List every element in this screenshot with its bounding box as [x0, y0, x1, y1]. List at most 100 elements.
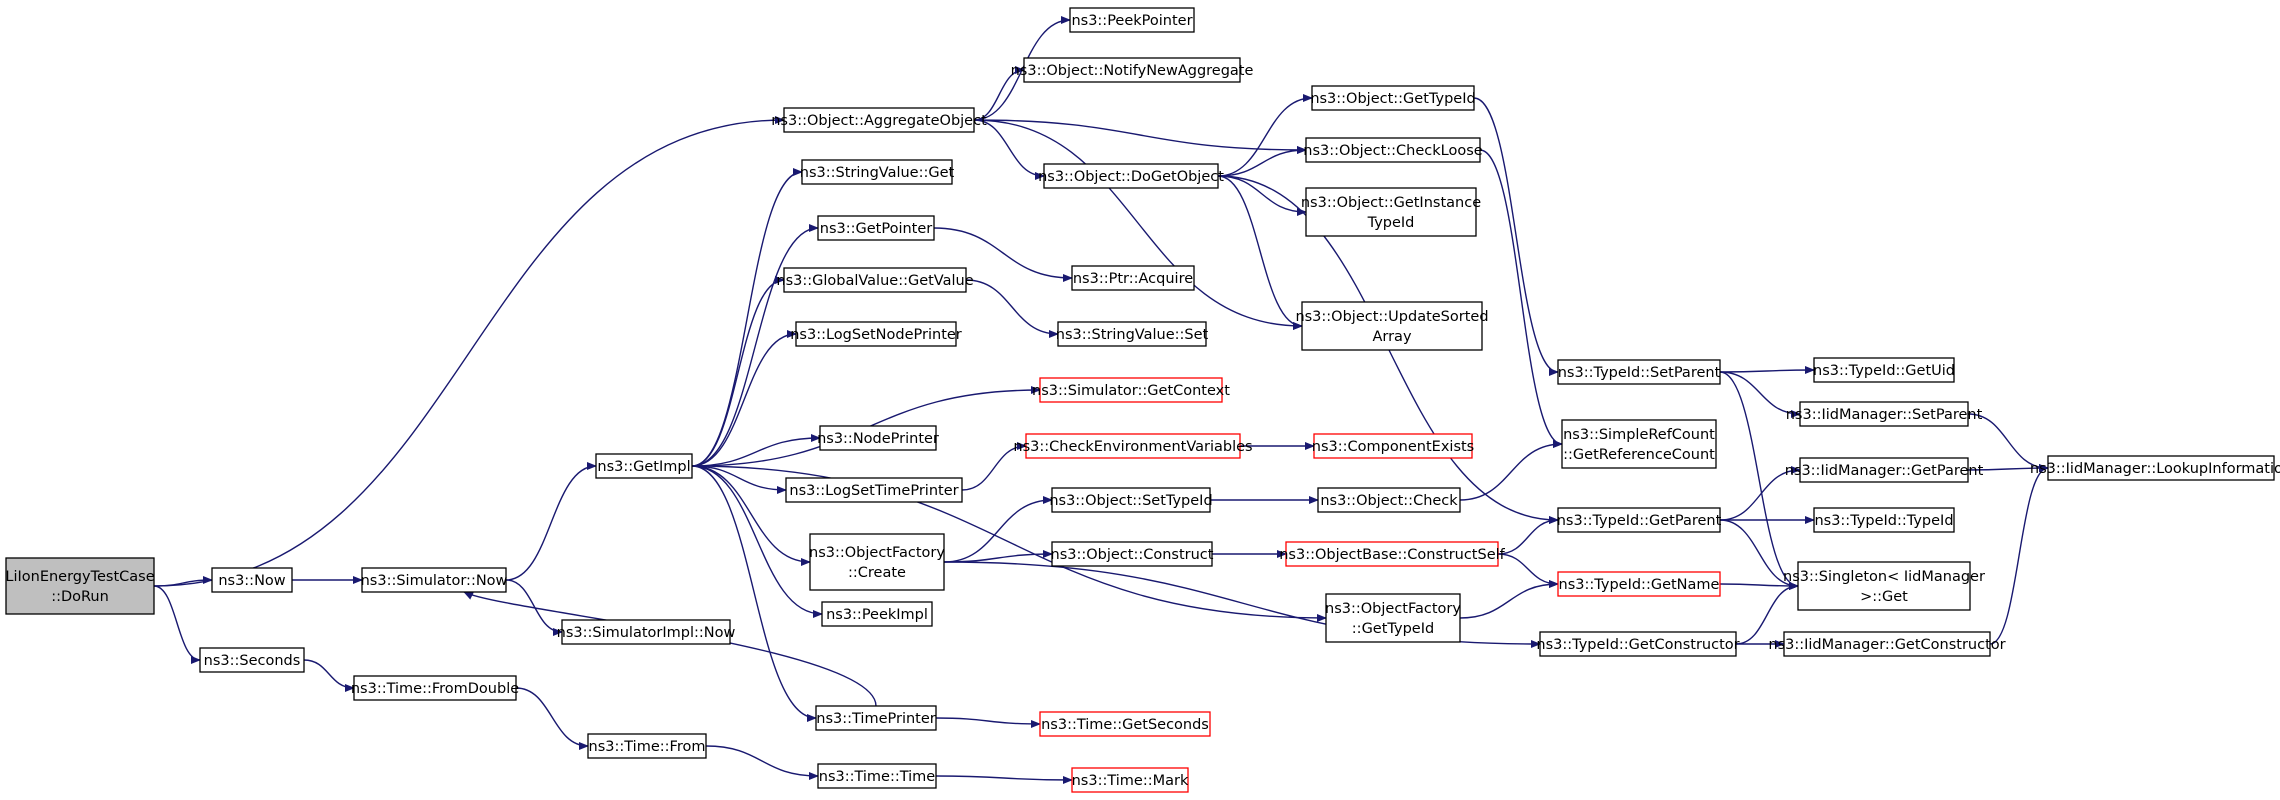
- node-box[interactable]: [801, 159, 953, 185]
- node-iidGetConstructor[interactable]: ns3::IidManager::GetConstructor: [1768, 631, 2006, 657]
- node-box[interactable]: [1313, 433, 1473, 459]
- node-iidGetParent[interactable]: ns3::IidManager::GetParent: [1785, 457, 1984, 483]
- node-simGetContext[interactable]: ns3::Simulator::GetContext: [1032, 377, 1230, 403]
- node-box[interactable]: [1071, 767, 1189, 793]
- node-seconds[interactable]: ns3::Seconds: [199, 647, 305, 673]
- node-box[interactable]: [795, 321, 957, 347]
- node-box[interactable]: [1317, 487, 1461, 513]
- node-box[interactable]: [783, 107, 975, 133]
- node-box[interactable]: [1039, 377, 1223, 403]
- node-box[interactable]: [1301, 301, 1483, 351]
- node-objCheck[interactable]: ns3::Object::Check: [1317, 487, 1461, 513]
- node-box[interactable]: [353, 675, 517, 701]
- node-box[interactable]: [1311, 85, 1475, 111]
- node-getPointer[interactable]: ns3::GetPointer: [817, 215, 935, 241]
- node-logSetNode[interactable]: ns3::LogSetNodePrinter: [790, 321, 962, 347]
- node-notifyAgg[interactable]: ns3::Object::NotifyNewAggregate: [1011, 57, 1254, 83]
- node-ofCreate[interactable]: ns3::ObjectFactory::Create: [809, 533, 945, 591]
- node-box[interactable]: [595, 453, 693, 479]
- node-tidGetConstructor[interactable]: ns3::TypeId::GetConstructor: [1536, 631, 1740, 657]
- node-box[interactable]: [1305, 137, 1481, 163]
- node-setTypeId[interactable]: ns3::Object::SetTypeId: [1049, 487, 1213, 513]
- node-simNow[interactable]: ns3::Simulator::Now: [361, 567, 508, 593]
- node-simpleRef[interactable]: ns3::SimpleRefCount::GetReferenceCount: [1561, 419, 1717, 469]
- node-tidTypeId[interactable]: ns3::TypeId::TypeId: [1813, 507, 1955, 533]
- node-box[interactable]: [1813, 507, 1955, 533]
- node-box[interactable]: [815, 705, 937, 731]
- node-box[interactable]: [211, 567, 293, 593]
- node-box[interactable]: [1039, 711, 1211, 737]
- node-ptrAcquire[interactable]: ns3::Ptr::Acquire: [1071, 265, 1195, 291]
- node-iidSetParent[interactable]: ns3::IidManager::SetParent: [1786, 401, 1983, 427]
- node-box[interactable]: [817, 215, 935, 241]
- node-tidSetParent[interactable]: ns3::TypeId::SetParent: [1557, 359, 1721, 385]
- node-peekImpl[interactable]: ns3::PeekImpl: [821, 601, 933, 627]
- node-box[interactable]: [1023, 57, 1241, 83]
- node-box[interactable]: [1797, 561, 1971, 611]
- node-iidLookup[interactable]: ns3::IidManager::LookupInformation: [2030, 455, 2280, 481]
- node-tidGetParent[interactable]: ns3::TypeId::GetParent: [1557, 507, 1722, 533]
- node-doGetObject[interactable]: ns3::Object::DoGetObject: [1038, 163, 1224, 189]
- node-now[interactable]: ns3::Now: [211, 567, 293, 593]
- node-objGetTypeId[interactable]: ns3::Object::GetTypeId: [1310, 85, 1476, 111]
- node-box[interactable]: [1025, 433, 1241, 459]
- node-box[interactable]: [817, 763, 937, 789]
- node-box[interactable]: [2047, 455, 2275, 481]
- node-box[interactable]: [561, 619, 731, 645]
- node-stringValueGet[interactable]: ns3::StringValue::Get: [800, 159, 955, 185]
- node-ofGetTypeId[interactable]: ns3::ObjectFactory::GetTypeId: [1325, 593, 1461, 643]
- node-tidGetName[interactable]: ns3::TypeId::GetName: [1557, 571, 1721, 597]
- node-checkLoose[interactable]: ns3::Object::CheckLoose: [1303, 137, 1483, 163]
- node-tidGetUid[interactable]: ns3::TypeId::GetUid: [1813, 357, 1955, 383]
- node-box[interactable]: [809, 533, 945, 591]
- node-box[interactable]: [1285, 541, 1499, 567]
- node-box[interactable]: [361, 567, 507, 593]
- node-componentExists[interactable]: ns3::ComponentExists: [1312, 433, 1475, 459]
- node-box[interactable]: [1557, 571, 1721, 597]
- node-box[interactable]: [1043, 163, 1219, 189]
- node-box[interactable]: [1561, 419, 1717, 469]
- node-box[interactable]: [1071, 265, 1195, 291]
- node-box[interactable]: [1799, 457, 1969, 483]
- node-simImplNow[interactable]: ns3::SimulatorImpl::Now: [557, 619, 736, 645]
- node-box[interactable]: [1057, 321, 1207, 347]
- node-constructSelf[interactable]: ns3::ObjectBase::ConstructSelf: [1279, 541, 1506, 567]
- node-nodePrinter[interactable]: ns3::NodePrinter: [817, 425, 939, 451]
- node-logSetTime[interactable]: ns3::LogSetTimePrinter: [785, 477, 963, 503]
- node-box[interactable]: [1813, 357, 1955, 383]
- node-globalGetValue[interactable]: ns3::GlobalValue::GetValue: [776, 267, 974, 293]
- node-box[interactable]: [819, 425, 937, 451]
- node-box[interactable]: [1051, 541, 1213, 567]
- node-timeFrom[interactable]: ns3::Time::From: [587, 733, 707, 759]
- node-peekPointer[interactable]: ns3::PeekPointer: [1069, 7, 1195, 33]
- node-timeMark[interactable]: ns3::Time::Mark: [1071, 767, 1189, 793]
- node-box[interactable]: [1783, 631, 1991, 657]
- node-checkEnv[interactable]: ns3::CheckEnvironmentVariables: [1013, 433, 1253, 459]
- node-singletonGet[interactable]: ns3::Singleton< IidManager >::Get: [1783, 561, 1985, 611]
- node-box[interactable]: [1069, 7, 1195, 33]
- node-stringValueSet[interactable]: ns3::StringValue::Set: [1056, 321, 1209, 347]
- node-timePrinter[interactable]: ns3::TimePrinter: [815, 705, 937, 731]
- node-box[interactable]: [783, 267, 967, 293]
- node-box[interactable]: [587, 733, 707, 759]
- node-box[interactable]: [1325, 593, 1461, 643]
- node-box[interactable]: [785, 477, 963, 503]
- node-fromDouble[interactable]: ns3::Time::FromDouble: [351, 675, 519, 701]
- node-box[interactable]: [1305, 187, 1477, 237]
- node-box[interactable]: [821, 601, 933, 627]
- node-box[interactable]: [199, 647, 305, 673]
- node-timeTime[interactable]: ns3::Time::Time: [817, 763, 937, 789]
- node-box[interactable]: [1557, 359, 1721, 385]
- node-box[interactable]: [1799, 401, 1969, 427]
- node-timeGetSeconds[interactable]: ns3::Time::GetSeconds: [1039, 711, 1211, 737]
- node-box[interactable]: [1557, 507, 1721, 533]
- node-getImpl[interactable]: ns3::GetImpl: [595, 453, 693, 479]
- node-construct[interactable]: ns3::Object::Construct: [1051, 541, 1214, 567]
- node-aggregate[interactable]: ns3::Object::AggregateObject: [771, 107, 987, 133]
- node-box[interactable]: [1051, 487, 1211, 513]
- node-doRun[interactable]: LiIonEnergyTestCase::DoRun: [5, 557, 155, 615]
- node-box[interactable]: [1539, 631, 1737, 657]
- node-box[interactable]: [5, 557, 155, 615]
